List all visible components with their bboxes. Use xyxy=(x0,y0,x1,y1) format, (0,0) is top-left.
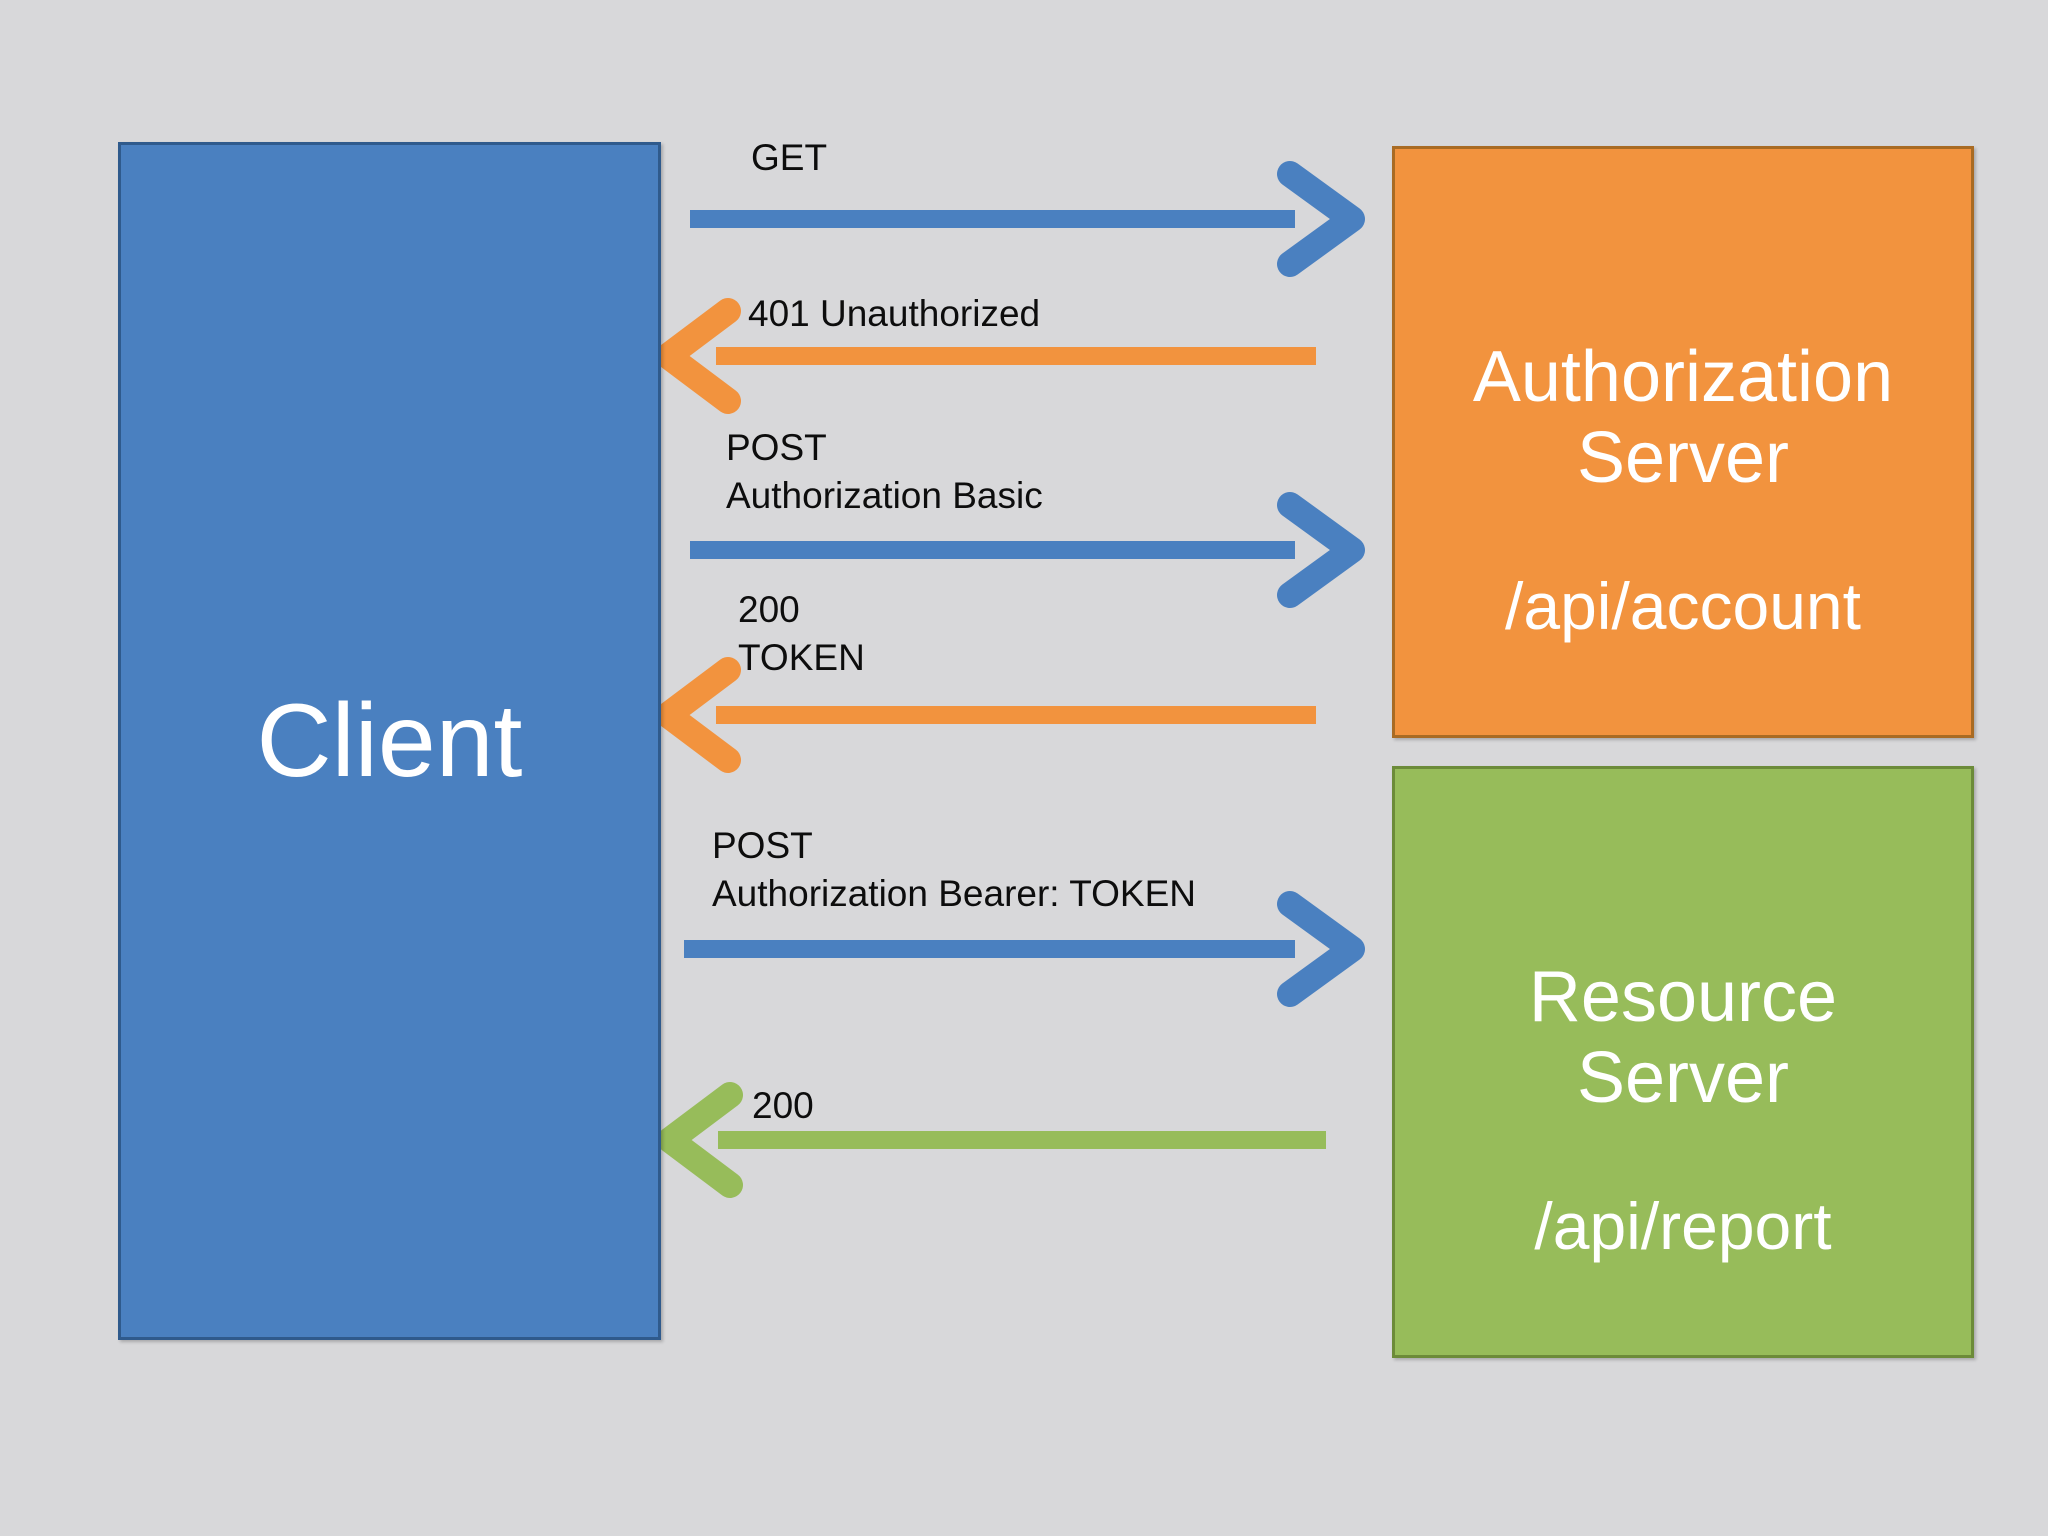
authorization-server-title-line1: Authorization xyxy=(1472,337,1894,417)
label-ok-response: 200 xyxy=(752,1085,814,1126)
resource-server-endpoint: /api/report xyxy=(1534,1189,1832,1264)
node-resource-server[interactable]: Resource Server /api/report xyxy=(1392,766,1974,1358)
arrow-get-request xyxy=(690,161,1365,277)
label-get-request: GET xyxy=(751,137,828,178)
authorization-server-endpoint: /api/account xyxy=(1505,569,1861,644)
label-unauthorized-response: 401 Unauthorized xyxy=(748,293,1041,334)
arrow-token-response xyxy=(655,657,1316,773)
authorization-server-title-line2: Server xyxy=(1576,417,1790,498)
node-client[interactable]: Client xyxy=(118,142,661,1340)
label-post-basic-request: POST Authorization Basic xyxy=(726,427,1043,517)
client-title: Client xyxy=(256,682,523,799)
resource-server-title-line2: Server xyxy=(1576,1037,1790,1118)
resource-server-title-line1: Resource xyxy=(1528,957,1838,1037)
node-authorization-server[interactable]: Authorization Server /api/account xyxy=(1392,146,1974,738)
label-post-bearer-request: POST Authorization Bearer: TOKEN xyxy=(712,825,1196,915)
label-token-response: 200 TOKEN xyxy=(738,589,865,679)
